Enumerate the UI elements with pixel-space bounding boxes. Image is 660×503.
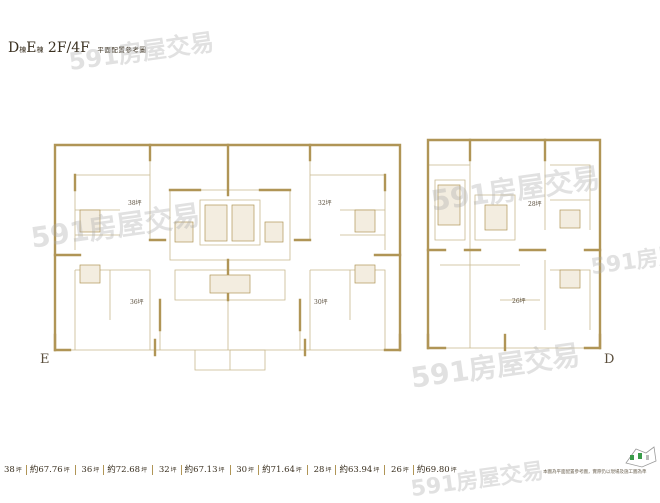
plan-d-label: D [604, 352, 615, 367]
unit-label-28: 28坪 [528, 201, 542, 208]
title-building-d-suffix: 棟 [19, 46, 27, 54]
title-subtitle: 平面配置參考圖 [97, 46, 147, 54]
legend-item: 30坪約71.64坪 [236, 464, 302, 475]
legend-item: 26坪約69.80坪 [391, 464, 457, 475]
title-floors: 2F/4F [47, 40, 90, 56]
disclaimer-note: 本圖為平面配置參考圖，實際仍以現場及施工圖為準 [543, 470, 647, 475]
page-title: D棟E棟 2F/4F 平面配置參考圖 [8, 40, 146, 56]
area-legend: 38坪約67.76坪 36坪約72.68坪 32坪約67.13坪 30坪約71.… [4, 463, 459, 475]
plan-d-fixtures [437, 184, 581, 289]
unit-label-30: 30坪 [314, 299, 328, 306]
plan-d-walls [426, 138, 602, 352]
unit-label-26: 26坪 [512, 298, 526, 305]
unit-label-32: 32坪 [318, 200, 332, 207]
title-building-e: E [26, 40, 37, 56]
plan-e-walls [53, 143, 402, 357]
plan-e-fixtures [79, 204, 376, 294]
title-building-d: D [8, 40, 20, 56]
legend-item: 36坪約72.68坪 [81, 464, 148, 475]
site-keymap-icon [625, 446, 657, 468]
title-building-e-suffix: 棟 [36, 46, 44, 54]
unit-label-38: 38坪 [128, 200, 142, 207]
legend-item: 28坪約63.94坪 [313, 464, 380, 475]
unit-label-36: 36坪 [130, 299, 144, 306]
plan-e-label: E [40, 352, 50, 367]
legend-item: 32坪約67.13坪 [158, 464, 225, 475]
legend-item: 38坪約67.76坪 [4, 464, 70, 475]
